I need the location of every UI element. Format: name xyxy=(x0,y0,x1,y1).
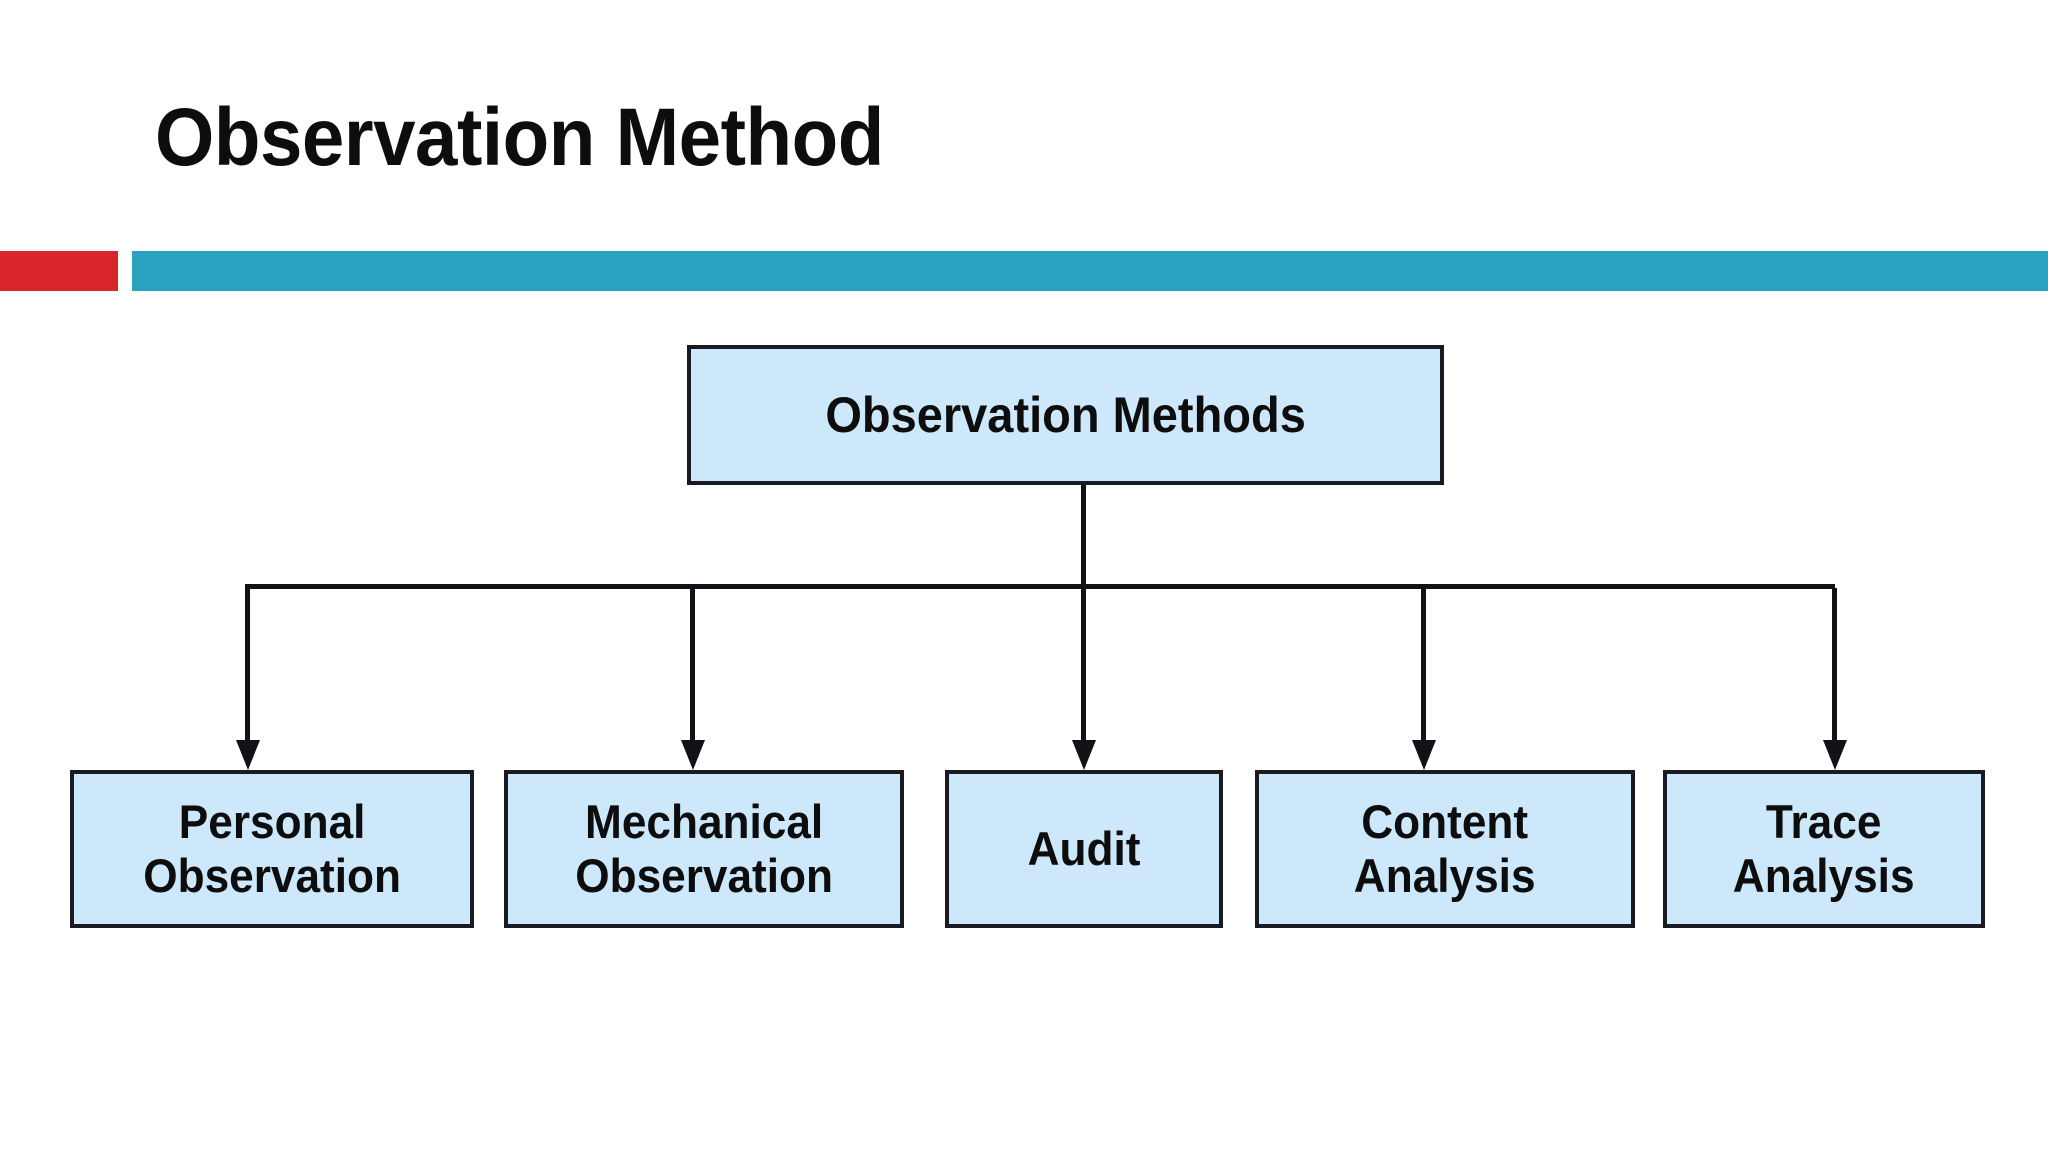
accent-bar-red xyxy=(0,251,118,291)
diagram-node-audit: Audit xyxy=(945,770,1223,928)
connector-root-stem xyxy=(1081,485,1086,588)
diagram-node-content-analysis-label: Content Analysis xyxy=(1354,795,1536,902)
arrowhead-icon-content-analysis xyxy=(1412,740,1436,770)
arrowhead-icon-mechanical-observation xyxy=(681,740,705,770)
connector-drop-mechanical-observation xyxy=(690,588,695,740)
connector-drop-content-analysis xyxy=(1421,588,1426,740)
diagram-node-root: Observation Methods xyxy=(687,345,1444,485)
diagram-node-personal-observation: Personal Observation xyxy=(70,770,474,928)
diagram-node-root-label: Observation Methods xyxy=(825,387,1306,443)
diagram-node-mechanical-observation: Mechanical Observation xyxy=(504,770,904,928)
arrowhead-icon-personal-observation xyxy=(236,740,260,770)
arrowhead-icon-audit xyxy=(1072,740,1096,770)
connector-drop-personal-observation xyxy=(245,588,250,740)
accent-bar-teal xyxy=(132,251,2048,291)
diagram-node-trace-analysis: Trace Analysis xyxy=(1663,770,1985,928)
diagram-node-personal-observation-label: Personal Observation xyxy=(143,795,401,902)
connector-drop-audit xyxy=(1081,588,1086,740)
diagram-node-mechanical-observation-label: Mechanical Observation xyxy=(575,795,833,902)
arrowhead-icon-trace-analysis xyxy=(1823,740,1847,770)
diagram-node-trace-analysis-label: Trace Analysis xyxy=(1733,795,1915,902)
connector-drop-trace-analysis xyxy=(1832,588,1837,740)
page-title: Observation Method xyxy=(155,92,884,183)
connector-horizontal-bus xyxy=(245,584,1835,589)
diagram-node-audit-label: Audit xyxy=(1027,822,1141,875)
diagram-node-content-analysis: Content Analysis xyxy=(1255,770,1635,928)
